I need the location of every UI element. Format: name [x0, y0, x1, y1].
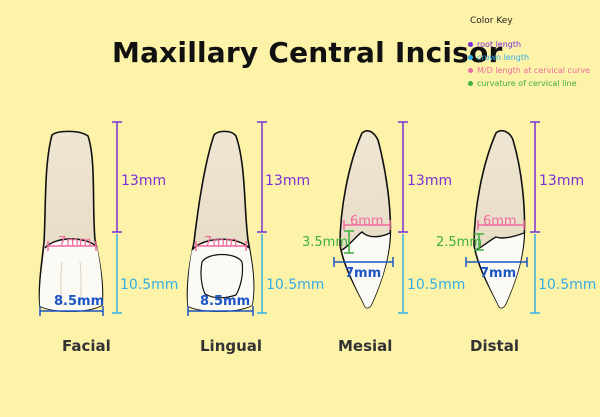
lingual-view: 7mm 8.5mm 13mm 10.5mm: [186, 121, 324, 316]
key-item-md-length: M/D length at cervical curve: [468, 66, 590, 76]
facial-lobe-lines: [60, 261, 82, 307]
lingual-crown-md-label: 8.5mm: [200, 294, 250, 309]
mesial-view: 6mm 3.5mm 7mm 13mm 10.5mm: [302, 121, 465, 314]
distal-crown-fl-label: 7mm: [480, 266, 516, 281]
mesial-crown-label: 10.5mm: [407, 277, 465, 293]
key-item-root-length: root length: [468, 40, 521, 50]
color-key-heading: Color Key: [470, 16, 513, 26]
view-label-distal: Distal: [470, 337, 519, 355]
view-label-facial: Facial: [62, 337, 111, 355]
mesial-cervical-fl-label: 6mm: [350, 214, 384, 229]
distal-cervical-fl-label: 6mm: [483, 214, 517, 229]
facial-cervical-md-label: 7mm: [58, 235, 92, 250]
facial-root-label: 13mm: [121, 173, 166, 189]
mesial-root-label: 13mm: [407, 173, 452, 189]
blue-dot-icon: [468, 55, 473, 60]
distal-crown-label: 10.5mm: [538, 277, 596, 293]
facial-crown-label: 10.5mm: [120, 277, 178, 293]
green-dot-icon: [468, 81, 473, 86]
key-item-crown-length: crown length: [468, 53, 529, 63]
page-title: Maxillary Central Incisor: [112, 36, 503, 69]
distal-view: 6mm 2.5mm 7mm 13mm 10.5mm: [436, 121, 596, 314]
distal-cervical-line: [475, 232, 525, 251]
view-label-mesial: Mesial: [338, 337, 393, 355]
key-item-cervical-curvature: curvature of cervical line: [468, 79, 577, 89]
distal-root-label: 13mm: [539, 173, 584, 189]
facial-crown-md-label: 8.5mm: [54, 294, 104, 309]
mesial-enamel: [342, 232, 390, 308]
facial-view: 7mm 8.5mm 13mm 10.5mm: [38, 121, 178, 316]
lingual-cervical-md-label: 7mm: [204, 235, 238, 250]
purple-dot-icon: [468, 42, 473, 47]
distal-enamel: [476, 233, 524, 308]
distal-curvature-label: 2.5mm: [436, 235, 482, 250]
pink-dot-icon: [468, 68, 473, 73]
lingual-fossa: [200, 253, 244, 299]
facial-enamel: [39, 240, 103, 312]
mesial-curvature-label: 3.5mm: [302, 235, 348, 250]
lingual-root-label: 13mm: [265, 173, 310, 189]
mesial-crown-fl-label: 7mm: [345, 266, 381, 281]
view-label-lingual: Lingual: [200, 337, 263, 355]
lingual-crown-label: 10.5mm: [266, 277, 324, 293]
